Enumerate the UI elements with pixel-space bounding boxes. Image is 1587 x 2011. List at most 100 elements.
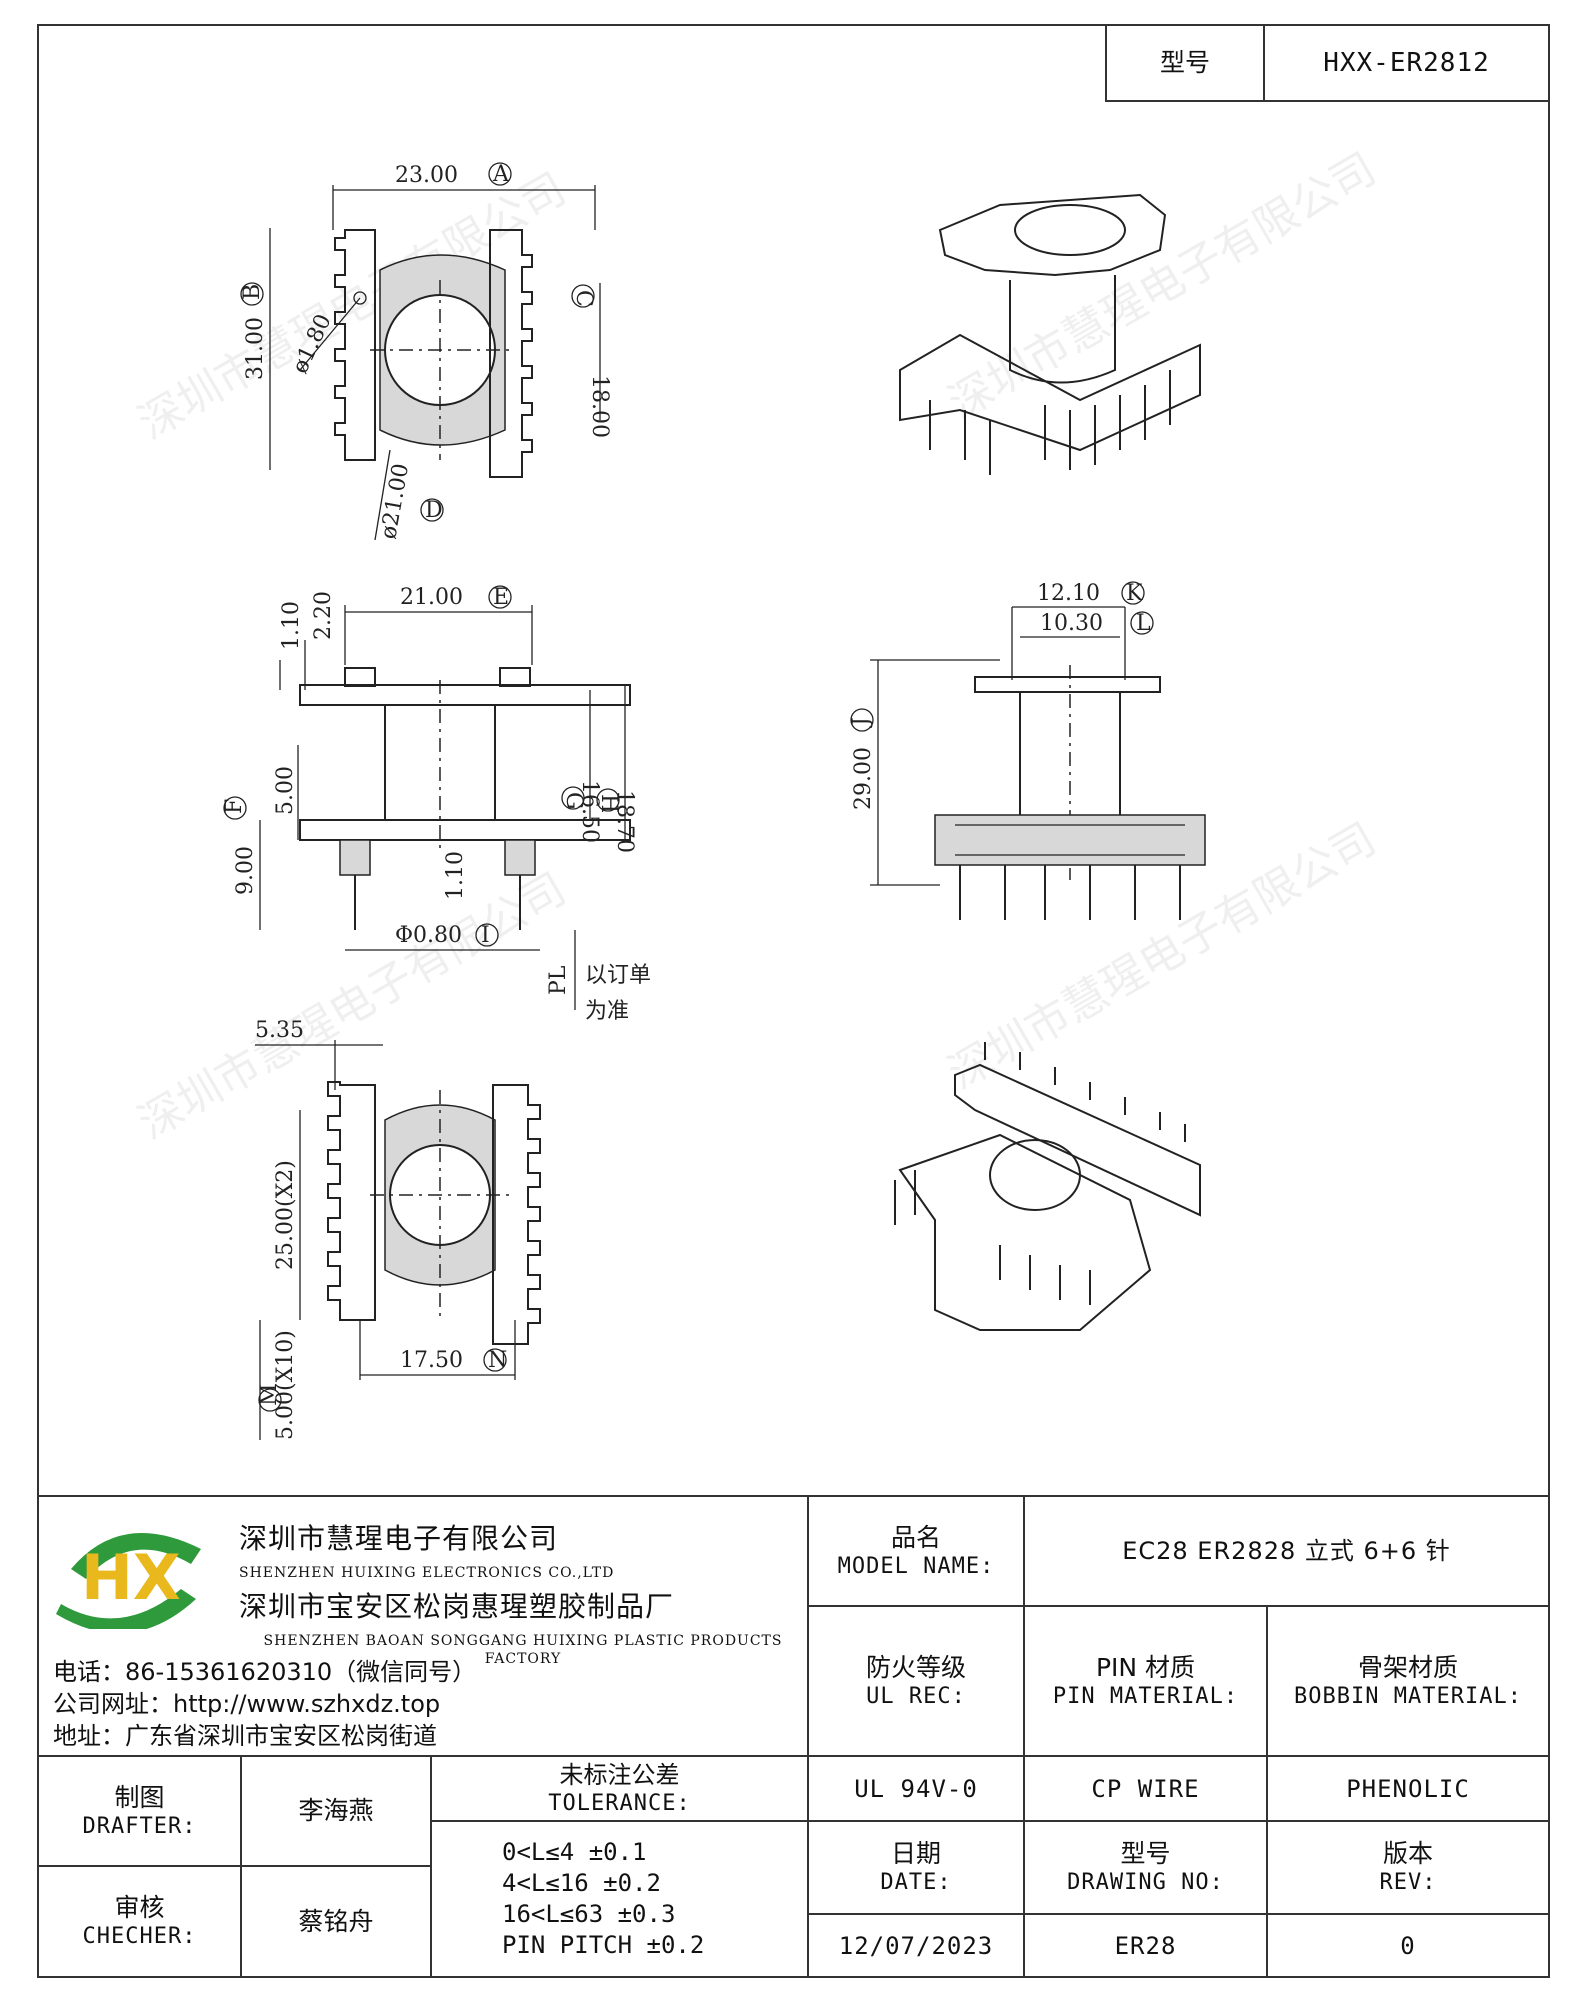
- dim-front-110: 1.10: [443, 851, 468, 900]
- dim-bottom-535: 5.35: [255, 1018, 304, 1043]
- tag-l: L: [1136, 611, 1151, 636]
- iso-view-bottom: [894, 1042, 1201, 1331]
- dim-bottom-175: 17.50: [400, 1348, 463, 1373]
- dim-bottom-25: 25.00(X2): [273, 1160, 298, 1270]
- dim-front-top1: 1.10: [279, 601, 304, 650]
- pl-note-1: 以订单: [585, 963, 651, 988]
- ul-label-cell: 防火等级 UL REC:: [807, 1605, 1025, 1757]
- tag-b: B: [240, 284, 265, 300]
- tag-g: G: [561, 792, 586, 810]
- pin-material-cn: PIN 材质: [1095, 1652, 1196, 1682]
- bobbin-value-cell: PHENOLIC: [1266, 1755, 1550, 1822]
- date-cn: 日期: [890, 1839, 941, 1869]
- front-view: 21.00 E 1.10 2.20 16.50 G 18.70 H 5.00 9…: [222, 585, 651, 1024]
- company-website: 公司网址：http://www.szhxdz.top: [53, 1690, 441, 1718]
- checker-name: 蔡铭舟: [298, 1906, 374, 1936]
- rev-en: REV:: [1379, 1870, 1437, 1896]
- tag-h: H: [596, 794, 621, 813]
- tag-j: J: [849, 717, 874, 728]
- drawing-no-cn: 型号: [1120, 1839, 1171, 1869]
- checker-name-cell: 蔡铭舟: [240, 1865, 432, 1978]
- tolerance-row-1: 0<L≤4 ±0.1: [502, 1837, 647, 1866]
- drafter-label-cell: 制图 DRAFTER:: [37, 1755, 242, 1867]
- bottom-view: 5.35 25.00(X2) 5.00(X10) M 17.50 N: [255, 1018, 541, 1440]
- drawing-no-label-cell: 型号 DRAWING NO:: [1023, 1820, 1268, 1915]
- dim-side-h: 29.00: [851, 747, 876, 810]
- bobbin-value: PHENOLIC: [1346, 1774, 1470, 1803]
- ul-value: UL 94V-0: [854, 1774, 978, 1803]
- company-cell: HX 深圳市慧瑆电子有限公司 SHENZHEN HUIXING ELECTRON…: [37, 1495, 809, 1757]
- pin-material-label-cell: PIN 材质 PIN MATERIAL:: [1023, 1605, 1268, 1757]
- rev-value: 0: [1400, 1931, 1416, 1960]
- model-name-cn: 品名: [890, 1522, 941, 1552]
- date-value: 12/07/2023: [838, 1931, 994, 1960]
- tolerance-row-2: 4<L≤16 ±0.2: [502, 1868, 661, 1897]
- bobbin-material-cn: 骨架材质: [1357, 1652, 1458, 1682]
- dim-front-width: 21.00: [400, 585, 463, 610]
- tag-e: E: [493, 585, 509, 610]
- dim-front-9: 9.00: [233, 846, 258, 895]
- dim-top-height2: 18.00: [587, 375, 612, 438]
- ul-cn: 防火等级: [865, 1652, 966, 1682]
- rev-value-cell: 0: [1266, 1913, 1550, 1978]
- rev-label-cell: 版本 REV:: [1266, 1820, 1550, 1915]
- drafter-name-cell: 李海燕: [240, 1755, 432, 1867]
- watermark-3: 深圳市慧瑆电子有限公司: [130, 863, 575, 1149]
- bobbin-material-label-cell: 骨架材质 BOBBIN MATERIAL:: [1266, 1605, 1550, 1757]
- tag-k: K: [1126, 581, 1143, 606]
- date-en: DATE:: [880, 1870, 952, 1896]
- company-phone: 电话：86-15361620310（微信同号）: [53, 1658, 477, 1686]
- tag-c: C: [571, 290, 596, 307]
- drafter-cn: 制图: [114, 1782, 165, 1812]
- technical-drawing: 深圳市慧瑆电子有限公司 深圳市慧瑆电子有限公司 深圳市慧瑆电子有限公司 深圳市慧…: [130, 143, 1385, 1440]
- bobbin-material-en: BOBBIN MATERIAL:: [1294, 1683, 1522, 1709]
- tag-a: A: [492, 162, 510, 187]
- dim-side-w2: 10.30: [1040, 611, 1103, 636]
- company-name-en: SHENZHEN HUIXING ELECTRONICS CO.,LTD: [239, 1565, 615, 1581]
- model-name-value: EC28 ER2828 立式 6+6 针: [1122, 1537, 1451, 1565]
- pl-note-2: 为准: [585, 999, 629, 1024]
- dim-front-top2: 2.20: [311, 591, 336, 640]
- company-name-cn: 深圳市慧瑆电子有限公司: [239, 1522, 559, 1555]
- pin-value: CP WIRE: [1091, 1774, 1200, 1803]
- dim-pl: PL: [546, 965, 571, 995]
- tolerance-cn: 未标注公差: [559, 1760, 680, 1789]
- dim-bottom-5: 5.00(X10): [273, 1330, 298, 1440]
- side-view: 12.10 K 10.30 L 29.00 J: [849, 581, 1206, 920]
- date-value-cell: 12/07/2023: [807, 1913, 1025, 1978]
- dim-pin-dia: Φ0.80: [395, 923, 462, 948]
- drawing-no-value-cell: ER28: [1023, 1913, 1268, 1978]
- model-name-value-cell: EC28 ER2828 立式 6+6 针: [1023, 1495, 1550, 1607]
- drawing-no-en: DRAWING NO:: [1067, 1870, 1224, 1896]
- ul-value-cell: UL 94V-0: [807, 1755, 1025, 1822]
- ul-en: UL REC:: [866, 1683, 966, 1709]
- checker-en: CHECHER:: [82, 1924, 197, 1950]
- date-label-cell: 日期 DATE:: [807, 1820, 1025, 1915]
- pin-value-cell: CP WIRE: [1023, 1755, 1268, 1822]
- dim-front-h2: 18.70: [612, 790, 637, 853]
- drawing-no-value: ER28: [1114, 1931, 1177, 1960]
- tag-d: D: [425, 498, 443, 523]
- logo-text: HX: [81, 1541, 181, 1614]
- tolerance-row-3: 16<L≤63 ±0.3: [502, 1900, 676, 1928]
- drafter-en: DRAFTER:: [82, 1813, 197, 1839]
- rev-cn: 版本: [1382, 1839, 1433, 1869]
- tag-f: F: [222, 799, 247, 814]
- checker-cn: 审核: [114, 1893, 165, 1923]
- watermark-2: 深圳市慧瑆电子有限公司: [940, 143, 1385, 429]
- checker-label-cell: 审核 CHECHER:: [37, 1865, 242, 1978]
- dim-front-5: 5.00: [273, 766, 298, 815]
- factory-name-cn: 深圳市宝安区松岗惠瑆塑胶制品厂: [239, 1590, 675, 1623]
- drafter-name: 李海燕: [298, 1796, 374, 1826]
- company-address: 地址：广东省深圳市宝安区松岗街道: [53, 1722, 437, 1750]
- dim-top-width: 23.00: [395, 163, 458, 188]
- top-view: 23.00 A 31.00 B 18.00 C ø1.80 ø21.00 D: [240, 162, 612, 541]
- factory-name-en: SHENZHEN BAOAN SONGGANG HUIXING PLASTIC …: [263, 1633, 783, 1667]
- model-name-en: MODEL NAME:: [837, 1553, 995, 1579]
- tag-n: N: [488, 1348, 507, 1373]
- header-model-value: HXX-ER2812: [1263, 24, 1550, 102]
- tolerance-list-cell: 0<L≤4 ±0.1 4<L≤16 ±0.2 16<L≤63 ±0.3 PIN …: [430, 1820, 809, 1978]
- dim-side-w1: 12.10: [1037, 581, 1100, 606]
- tolerance-row-4: PIN PITCH ±0.2: [502, 1931, 705, 1960]
- tag-m: M: [257, 1383, 282, 1406]
